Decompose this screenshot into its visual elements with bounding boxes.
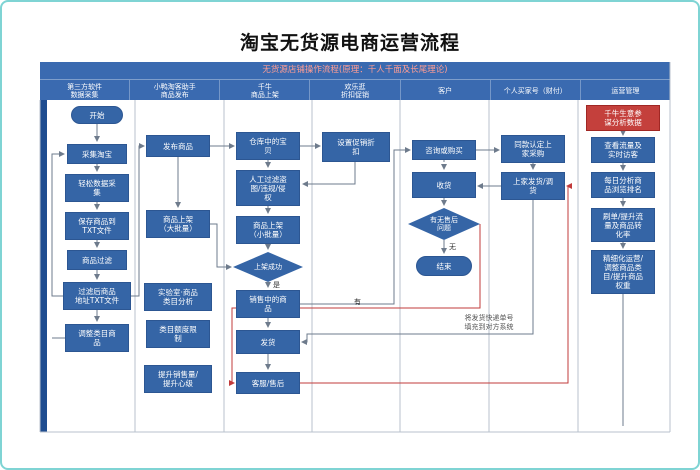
flow-arrows	[51, 124, 626, 370]
banner-subtitle: 无货源店铺操作流程(原理：千人千面及长尾理论)	[262, 65, 448, 75]
flow-node-end: 结束	[416, 256, 472, 276]
edge-label-has: 有	[354, 298, 361, 306]
flow-node-filtered-txt: 过滤后商品地址TXT文件	[63, 282, 131, 310]
flow-node-sycm-analysis: 千牛生意参谋分析数据	[586, 105, 660, 131]
lane-header-xiaoya: 小鸭淘客助手 商品发布	[129, 80, 219, 101]
flow-node-start: 开始	[71, 106, 123, 124]
lane-header-operations: 运营管理	[579, 80, 670, 101]
flow-node-adjust-category: 调整类目商品	[65, 324, 129, 352]
flow-node-on-sale-products: 销售中的商品	[236, 290, 300, 318]
page-title: 淘宝无货源电商运营流程	[239, 32, 460, 54]
plain-joins	[52, 294, 624, 426]
lane-header-huanleguang: 欢乐逛 折扣促销	[309, 80, 399, 101]
flow-node-service-aftersale: 客服/售后	[236, 372, 300, 394]
edge-label-yes: 是	[273, 281, 280, 289]
flow-node-lab-category-analysis: 实验室·商品类目分析	[144, 283, 212, 311]
flow-node-daily-rank-analysis: 每日分析商品浏览排名	[591, 172, 655, 198]
lane-header-buyer-account: 个人买家号（财付）	[489, 80, 580, 101]
flow-node-easy-data-collect: 轻松数据采集	[65, 174, 129, 202]
flow-node-set-discount: 设置促销折扣	[322, 132, 390, 162]
lane-header-customer: 客户	[399, 80, 490, 101]
flow-node-publish-product: 发布商品	[146, 135, 210, 157]
lane-header-qianniu: 千牛 商品上架	[219, 80, 309, 101]
flow-node-fine-operation: 精细化运营/调整商品类目/提升商品权重	[591, 250, 655, 294]
flow-node-supplier-ship: 上家发货/调货	[501, 172, 565, 200]
flow-node-warehouse-items: 仓库中的宝贝	[236, 132, 300, 160]
flow-node-receive-goods: 收货	[412, 172, 476, 198]
flow-node-boost-sales-heart: 提升销售量/提升心级	[144, 365, 212, 393]
flow-node-list-large-batch: 商品上架（大批量）	[146, 210, 210, 238]
edge-label-none: 无	[449, 243, 456, 251]
flow-node-inquire-or-buy: 咨询或购买	[412, 140, 476, 160]
flow-node-product-filter: 商品过滤	[67, 250, 127, 270]
flow-node-category-quota-limit: 类目额度限制	[146, 320, 210, 348]
header-band: 无货源店铺操作流程(原理：千人千面及长尾理论) 第三方软件 数据采集 小鸭淘客助…	[40, 62, 670, 101]
lane-borders	[39, 62, 671, 433]
flow-node-view-traffic: 查看流量及实时访客	[591, 137, 655, 163]
flow-node-ship-goods: 发货	[236, 330, 300, 354]
shipping-number-annotation: 将发货快递单号 填充到对方系统	[464, 314, 514, 331]
flow-node-boost-conversion: 刷单/提升流量及商品转化率	[591, 208, 655, 242]
flow-node-manual-filter: 人工过滤盗图/违规/侵权	[236, 170, 300, 206]
flow-node-list-small-batch: 商品上架（小批量）	[236, 216, 300, 244]
aftersale-red-arrows	[229, 183, 572, 386]
flow-node-buy-from-supplier: 同款认定上家采购	[501, 135, 565, 163]
lane-header-row: 第三方软件 数据采集 小鸭淘客助手 商品发布 千牛 商品上架 欢乐逛 折扣促销 …	[40, 79, 670, 101]
lane1-accent-bar	[40, 100, 47, 432]
flow-node-collect-taobao: 采集淘宝	[67, 144, 127, 164]
lane-header-software: 第三方软件 数据采集	[67, 82, 103, 99]
